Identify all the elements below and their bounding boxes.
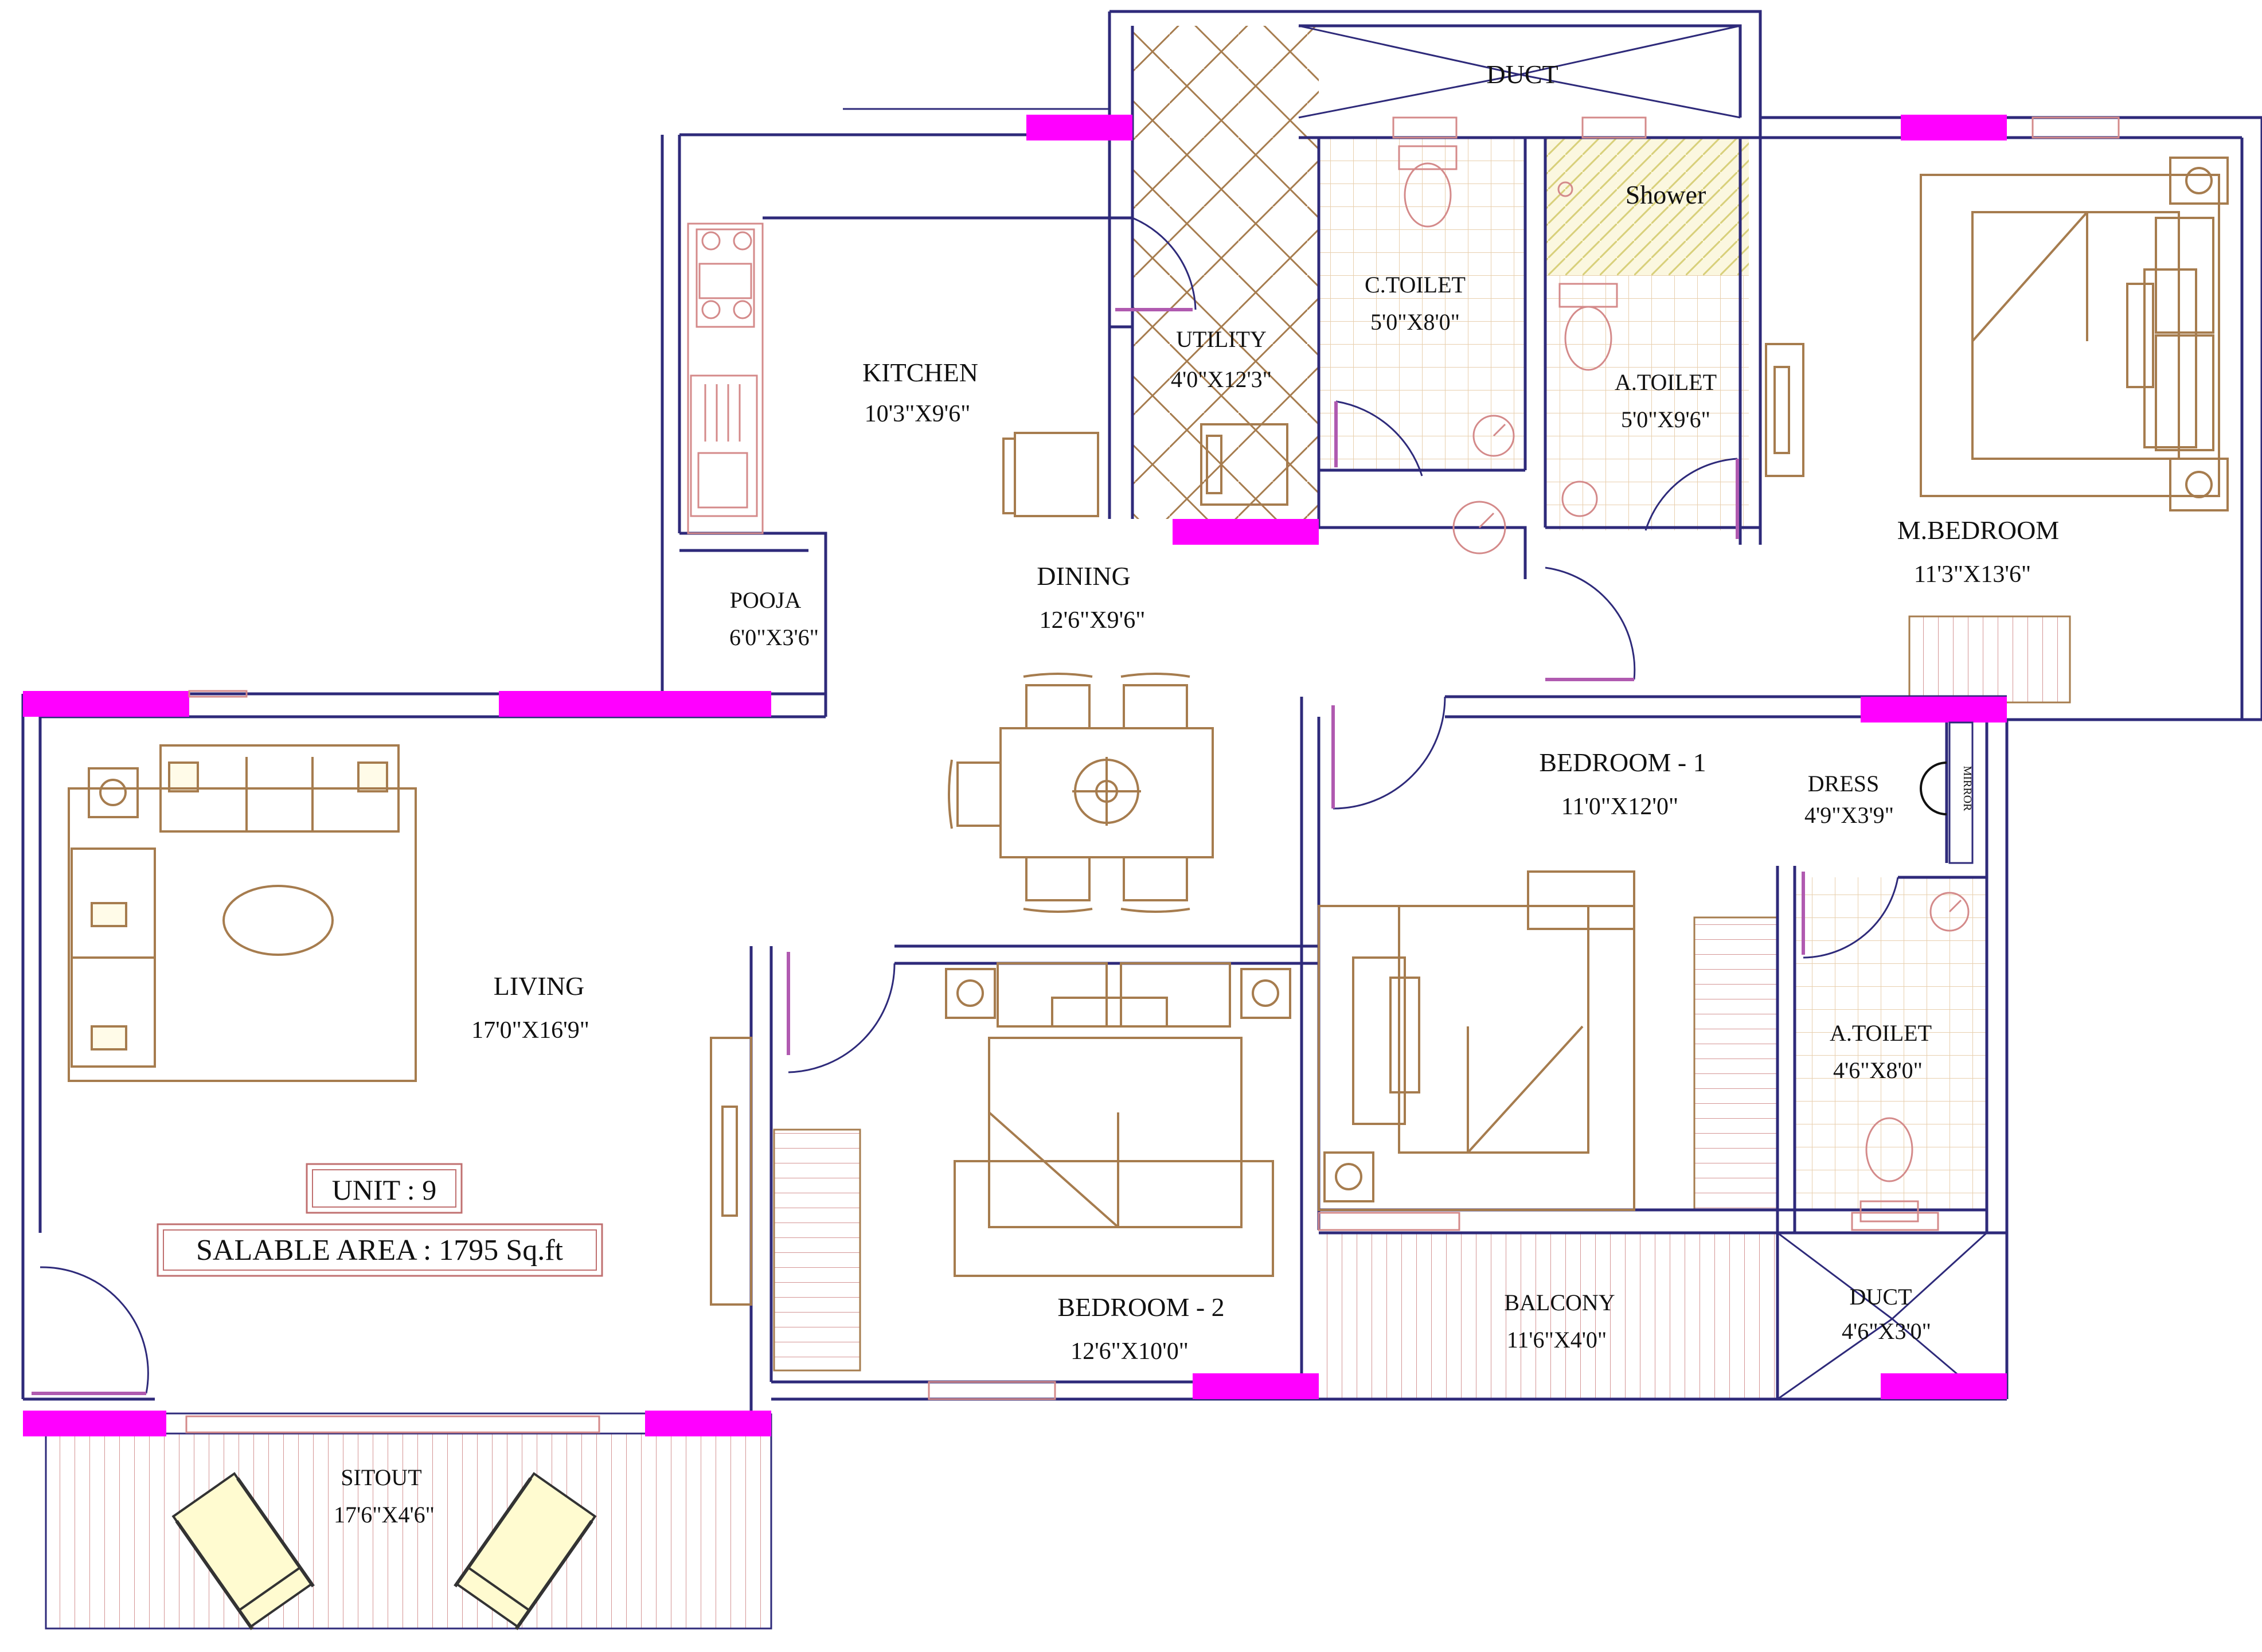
- kitchen-name: KITCHEN: [862, 358, 978, 387]
- bottom-duct: [1777, 1232, 1988, 1400]
- pooja-name: POOJA: [730, 587, 802, 613]
- dress-unit: [1920, 721, 1974, 864]
- unit-label-box-inner: [312, 1169, 456, 1208]
- a-toilet-b1-name: A.TOILET: [1830, 1020, 1932, 1046]
- sitout-chairs: [171, 1472, 597, 1630]
- bedroom2-bed: [945, 962, 1291, 1277]
- bedroom2-name: BEDROOM - 2: [1057, 1292, 1224, 1322]
- fridge: [1002, 432, 1099, 517]
- area-label-box: [157, 1223, 603, 1277]
- unit-label: UNIT : 9: [332, 1174, 436, 1206]
- area-label: SALABLE AREA : 1795 Sq.ft: [196, 1234, 563, 1267]
- living-sofa-set: [68, 744, 417, 1082]
- utility-size: 4'0"X12'3": [1171, 366, 1272, 392]
- dining-table: [948, 673, 1214, 913]
- master-bed: [1920, 157, 2229, 511]
- area-label-box-inner: [163, 1229, 597, 1271]
- living-name: LIVING: [494, 971, 584, 1001]
- sitout-name: SITOUT: [341, 1464, 421, 1490]
- a-toilet-master-fixtures: [1452, 181, 1618, 554]
- bedroom1-bed: [1318, 870, 1635, 1211]
- duct-bottom-size: 4'6"X3'0": [1842, 1318, 1931, 1344]
- a-toilet-b1-size: 4'6"X8'0": [1833, 1057, 1923, 1083]
- master-tv-unit: [1765, 343, 1804, 477]
- bedroom2-wardrobe: [773, 1128, 861, 1372]
- dining-name: DINING: [1037, 561, 1131, 591]
- unit-label-box: [306, 1163, 463, 1214]
- a-toilet-b1-fixtures: [1859, 892, 1970, 1223]
- m-bedroom-size: 11'3"X13'6": [1914, 561, 2031, 588]
- m-bedroom-wardrobe: [1908, 615, 2071, 704]
- shower-label: Shower: [1626, 180, 1706, 209]
- top-duct: [1298, 25, 1741, 119]
- dining-size: 12'6"X9'6": [1040, 607, 1146, 634]
- a-toilet-b1-floor: [1795, 877, 1987, 1210]
- bedroom1-wardrobe: [1693, 916, 1779, 1211]
- washing-machine: [1200, 423, 1288, 506]
- bedroom1-name: BEDROOM - 1: [1539, 748, 1706, 777]
- dress-size: 4'9"X3'9": [1804, 802, 1894, 828]
- m-bedroom-name: M.BEDROOM: [1897, 515, 2059, 545]
- duct-bottom-name: DUCT: [1850, 1284, 1912, 1310]
- bedroom2-tv-unit: [710, 1037, 752, 1306]
- utility-floor: [1132, 26, 1319, 519]
- living-size: 17'0"X16'9": [471, 1017, 589, 1044]
- a-toilet-master-name: A.TOILET: [1615, 369, 1717, 395]
- kitchen-counter: [687, 222, 764, 534]
- balcony-size: 11'6"X4'0": [1507, 1327, 1607, 1353]
- c-toilet-fixtures: [1398, 145, 1515, 457]
- bedroom1-size: 11'0"X12'0": [1561, 794, 1678, 820]
- balcony-deck: [1322, 1233, 1780, 1399]
- sitout-deck: [46, 1434, 771, 1628]
- balcony-name: BALCONY: [1504, 1290, 1615, 1315]
- bedroom2-size: 12'6"X10'0": [1071, 1338, 1189, 1365]
- shower-area: [1545, 138, 1749, 275]
- c-toilet-size: 5'0"X8'0": [1370, 309, 1460, 335]
- doors: [32, 217, 1899, 1395]
- c-toilet-floor: [1319, 138, 1525, 470]
- a-toilet-master-size: 5'0"X9'6": [1621, 407, 1710, 432]
- window-frames: [185, 116, 2120, 1434]
- utility-name: UTILITY: [1176, 326, 1267, 352]
- windows: [23, 115, 2007, 1436]
- sitout-size: 17'6"X4'6": [334, 1502, 435, 1528]
- mirror-label: MIRROR: [1961, 766, 1974, 812]
- pooja-size: 6'0"X3'6": [729, 624, 819, 650]
- duct-top-label: DUCT: [1486, 60, 1558, 89]
- a-toilet-master-floor: [1545, 275, 1749, 530]
- dress-name: DRESS: [1808, 771, 1880, 796]
- c-toilet-name: C.TOILET: [1365, 272, 1466, 298]
- kitchen-size: 10'3"X9'6": [865, 401, 971, 427]
